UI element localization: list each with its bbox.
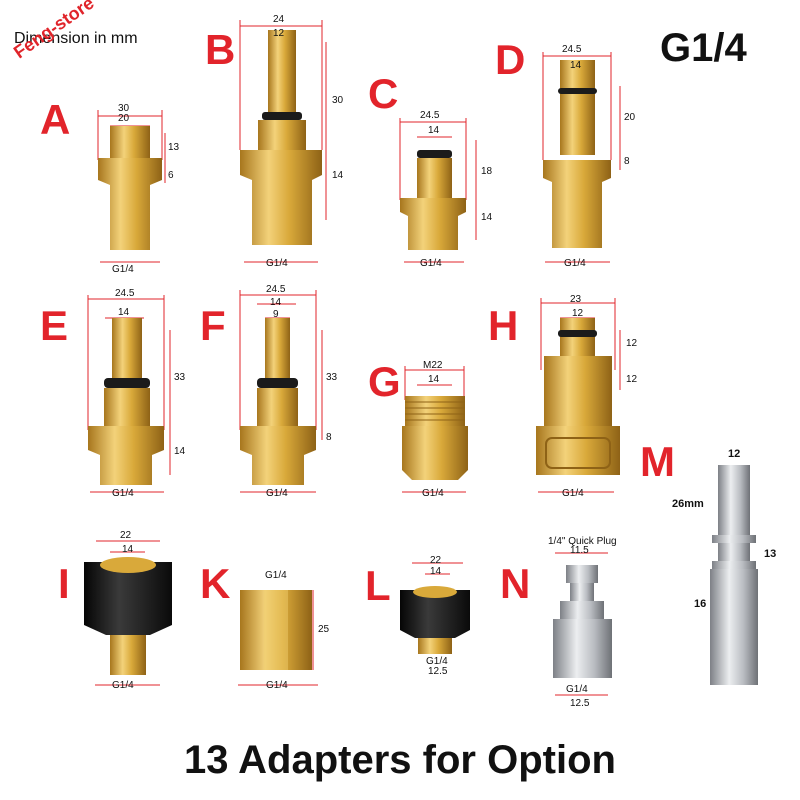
dim-g-2: 14 [428,374,440,385]
dim-c-2: 14 [428,125,440,136]
thread-a: G1/4 [112,264,134,275]
adapter-e-body [88,318,164,485]
dim-k-1: G1/4 [265,570,287,581]
dim-d-4: 8 [624,156,630,167]
dim-l-3: 12.5 [428,666,448,677]
dim-n-3: 12.5 [570,698,590,709]
dim-d-3: 20 [624,112,636,123]
dim-a-2: 20 [118,113,130,124]
dim-d-2: 14 [570,60,582,71]
adapter-letter-h: H [488,302,519,349]
dim-b-3: 30 [332,95,344,106]
dim-c-3: 18 [481,166,493,177]
footer-caption: 13 Adapters for Option [184,738,616,782]
thread-k: G1/4 [266,680,288,691]
adapter-letter-n: N [500,560,531,607]
dim-e-1: 24.5 [115,288,135,299]
adapter-d-body [543,60,611,248]
dim-f-3: 9 [273,309,279,320]
adapter-letter-c: C [368,70,399,117]
adapter-a-body [98,126,162,250]
adapter-letter-a: A [40,96,71,143]
dim-k-2: 25 [318,624,330,635]
adapter-f-body [240,318,316,485]
dim-i-2: 14 [122,544,134,555]
thread-e: G1/4 [112,488,134,499]
adapter-letter-i: I [58,560,70,607]
dim-m-1: 12 [728,448,741,460]
dim-d-1: 24.5 [562,44,582,55]
dim-n-1: 1/4" Quick Plug [548,536,617,547]
dim-a-4: 6 [168,170,174,181]
adapter-m-body [710,465,758,685]
dim-f-4: 33 [326,372,338,383]
dimension-lines [87,20,621,696]
dim-m-2: 26mm [672,498,704,510]
dim-h-4: 12 [626,374,638,385]
dim-f-2: 14 [270,297,282,308]
adapter-letter-m: M [640,438,675,485]
dimension-note: Dimension in mm [14,30,138,47]
thread-l: G1/4 [426,656,448,667]
adapter-g-body [402,396,468,480]
dim-b-4: 14 [332,170,344,181]
adapter-b-body [240,30,322,245]
dim-e-4: 14 [174,446,186,457]
dim-h-1: 23 [570,294,582,305]
dim-a-1: 30 [118,103,130,114]
adapter-c-body [400,150,466,250]
dim-f-5: 8 [326,432,332,443]
dim-e-2: 14 [118,307,130,318]
dim-l-2: 14 [430,566,442,577]
thread-d: G1/4 [564,258,586,269]
adapter-letter-l: L [365,562,391,609]
dim-f-1: 24.5 [266,284,286,295]
dim-h-2: 12 [572,308,584,319]
adapter-h-body [536,318,620,475]
dim-e-3: 33 [174,372,186,383]
thread-h: G1/4 [562,488,584,499]
adapter-letter-f: F [200,302,226,349]
page-title: G1/4 [660,26,747,70]
dim-c-1: 24.5 [420,110,440,121]
dim-h-3: 12 [626,338,638,349]
adapter-l-body [400,586,470,654]
adapter-letter-e: E [40,302,69,349]
thread-i: G1/4 [112,680,134,691]
thread-n: G1/4 [566,684,588,695]
dim-g-1: M22 [423,360,443,371]
dim-m-3: 13 [764,548,777,560]
adapter-n-body [553,565,612,678]
dim-n-2: 11.5 [570,545,589,556]
dim-b-1: 24 [273,14,285,25]
dim-b-2: 12 [273,28,285,39]
dim-c-4: 14 [481,212,493,223]
thread-b: G1/4 [266,258,288,269]
adapter-letter-d: D [495,36,526,83]
dim-i-1: 22 [120,530,132,541]
dim-m-4: 16 [694,598,707,610]
thread-g: G1/4 [422,488,444,499]
adapter-letter-g: G [368,358,401,405]
dim-l-1: 22 [430,555,442,566]
thread-c: G1/4 [420,258,442,269]
adapter-i-body [84,557,172,675]
thread-f: G1/4 [266,488,288,499]
dim-a-3: 13 [168,142,180,153]
adapter-k-body [240,590,312,670]
adapter-letter-b: B [205,26,236,73]
adapter-letter-k: K [200,560,231,607]
